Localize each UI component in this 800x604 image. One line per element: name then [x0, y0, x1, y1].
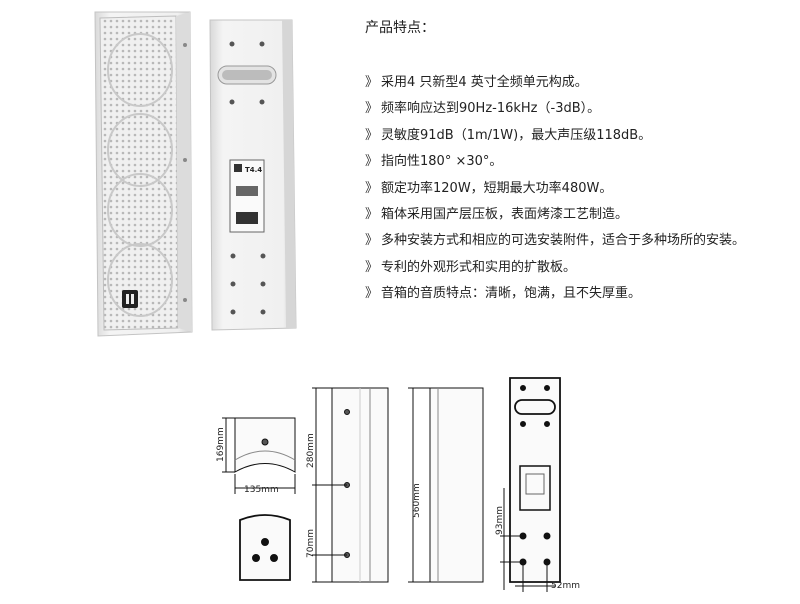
feature-text: 采用4 只新型4 英寸全频单元构成。	[381, 75, 588, 90]
bullet-icon: 》	[365, 286, 379, 302]
list-item: 》采用4 只新型4 英寸全频单元构成。	[365, 70, 800, 96]
list-item: 》灵敏度91dB（1m/1W)，最大声压级118dB。	[365, 123, 800, 149]
list-item: 》指向性180° ×30°。	[365, 149, 800, 175]
side-upper-label: 280mm	[306, 433, 316, 468]
top-width-label: 135mm	[244, 485, 279, 495]
feature-text: 额定功率120W，短期最大功率480W。	[381, 180, 613, 196]
feature-text: 灵敏度91dB（1m/1W)，最大声压级118dB。	[381, 127, 652, 143]
dimension-drawings: 169mm 135mm 280mm 70mm	[210, 370, 610, 600]
features-section: 产品特点： 》采用4 只新型4 英寸全频单元构成。 》频率响应达到90Hz-16…	[365, 18, 800, 308]
bullet-icon: 》	[365, 233, 379, 249]
feature-text: 频率响应达到90Hz-16kHz（-3dB）。	[381, 101, 601, 117]
rear-view-drawing: 93mm 52mm	[495, 377, 580, 592]
front-view-drawing: 560mm	[408, 387, 484, 583]
list-item: 》多种安装方式和相应的可选安装附件，适合于多种场所的安装。	[365, 228, 800, 254]
features-list: 》采用4 只新型4 英寸全频单元构成。 》频率响应达到90Hz-16kHz（-3…	[365, 70, 800, 308]
feature-text: 专利的外观形式和实用的扩散板。	[381, 259, 577, 275]
list-item: 》额定功率120W，短期最大功率480W。	[365, 176, 800, 202]
bullet-icon: 》	[365, 180, 379, 196]
bottom-view-drawing	[239, 514, 291, 581]
rear-speaker: T4.4	[209, 19, 297, 331]
bullet-icon: 》	[365, 75, 379, 90]
list-item: 》专利的外观形式和实用的扩散板。	[365, 255, 800, 281]
rear-hole-vertical-label: 93mm	[495, 506, 505, 535]
feature-text: 多种安装方式和相应的可选安装附件，适合于多种场所的安装。	[381, 233, 746, 249]
side-view-drawing: 280mm 70mm	[306, 387, 389, 583]
brand-logo-icon	[122, 290, 138, 308]
bullet-icon: 》	[365, 154, 379, 170]
product-photo: T4.4	[0, 0, 350, 345]
feature-text: 音箱的音质特点：清晰，饱满，且不失厚重。	[381, 286, 642, 302]
top-height-label: 169mm	[216, 427, 226, 462]
front-speaker	[94, 11, 193, 337]
bullet-icon: 》	[365, 207, 379, 223]
bullet-icon: 》	[365, 127, 379, 143]
bullet-icon: 》	[365, 101, 379, 117]
rear-hole-horizontal-label: 52mm	[551, 581, 580, 591]
side-lower-label: 70mm	[306, 529, 316, 558]
front-height-label: 560mm	[412, 483, 422, 518]
feature-text: 箱体采用国产层压板，表面烤漆工艺制造。	[381, 207, 629, 223]
list-item: 》音箱的音质特点：清晰，饱满，且不失厚重。	[365, 281, 800, 307]
model-label: T4.4	[245, 166, 262, 174]
features-heading: 产品特点：	[365, 20, 435, 36]
top-view-drawing: 169mm 135mm	[216, 417, 296, 495]
list-item: 》箱体采用国产层压板，表面烤漆工艺制造。	[365, 202, 800, 228]
list-item: 》频率响应达到90Hz-16kHz（-3dB）。	[365, 96, 800, 122]
feature-text: 指向性180° ×30°。	[381, 154, 503, 170]
bullet-icon: 》	[365, 259, 379, 275]
